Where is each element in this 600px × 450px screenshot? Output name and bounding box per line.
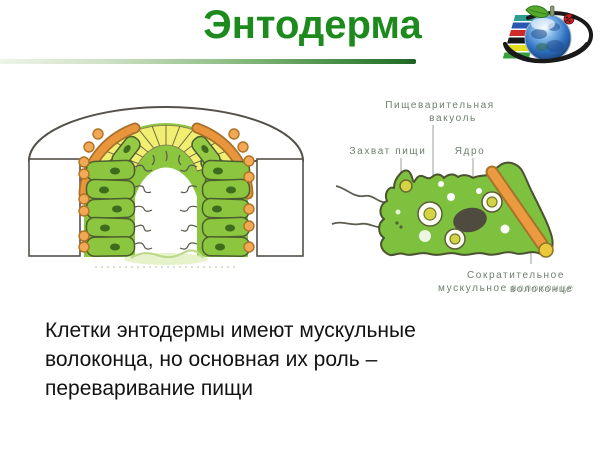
logo-swoosh-front <box>503 42 589 63</box>
cavity-floor-wave <box>130 249 204 259</box>
mesoglea-dots <box>78 128 255 253</box>
page-title: Энтодерма <box>203 3 422 47</box>
endoderm-wall-illustration <box>25 97 310 275</box>
logo-stem-icon <box>550 5 555 17</box>
flagella-lines <box>134 150 198 250</box>
body-text-line3: переваривание пищи <box>45 377 253 400</box>
endoderm-column-cells <box>85 159 251 258</box>
label-food-capture: Захват пищи <box>350 146 427 157</box>
logo-graphic <box>502 5 593 64</box>
endoderm-cell-illustration: Пищеварительная вакуоль Захват пищи Ядро… <box>330 92 598 300</box>
label-contractile-line2a: мускульное <box>438 283 508 294</box>
slide-body-text: Клетки энтодермы имеют мускульные волоко… <box>45 316 525 403</box>
label-contractile-line2b: волоконце <box>510 284 573 295</box>
label-nucleus: Ядро <box>455 146 486 157</box>
cell-highlights <box>395 181 510 242</box>
digestive-vacuoles <box>417 191 503 250</box>
title-divider-line <box>0 59 416 64</box>
nucleus <box>453 207 487 233</box>
endoderm-wall-graphic <box>27 106 305 268</box>
body-text-line2: волоконца, но основная их роль – <box>45 348 378 371</box>
school-logo <box>493 2 598 64</box>
logo-leaf-icon <box>525 5 550 18</box>
label-contractile-line1: Сократительное <box>467 270 565 281</box>
label-contractile-line2b-ghost: волоконце <box>512 283 575 294</box>
cell-flagella <box>331 185 389 228</box>
cut-panel-right <box>256 158 304 257</box>
body-text-line1: Клетки энтодермы имеют мускульные <box>45 319 416 342</box>
cell-nuclei <box>99 167 236 251</box>
muscle-fiber <box>485 165 554 258</box>
logo-ladybug-icon <box>563 13 576 25</box>
food-capture-vacuole <box>399 179 413 193</box>
cut-panel-left <box>28 158 81 257</box>
endoderm-cell-graphic: Пищеварительная вакуоль Захват пищи Ядро… <box>331 100 575 295</box>
cavity-floor-fringe <box>124 253 208 265</box>
logo-globe-icon <box>524 14 572 62</box>
pore-dots <box>395 221 403 229</box>
label-digestive-vacuole-line2: вакуоль <box>429 113 477 124</box>
label-digestive-vacuole-line1: Пищеварительная <box>385 100 495 111</box>
